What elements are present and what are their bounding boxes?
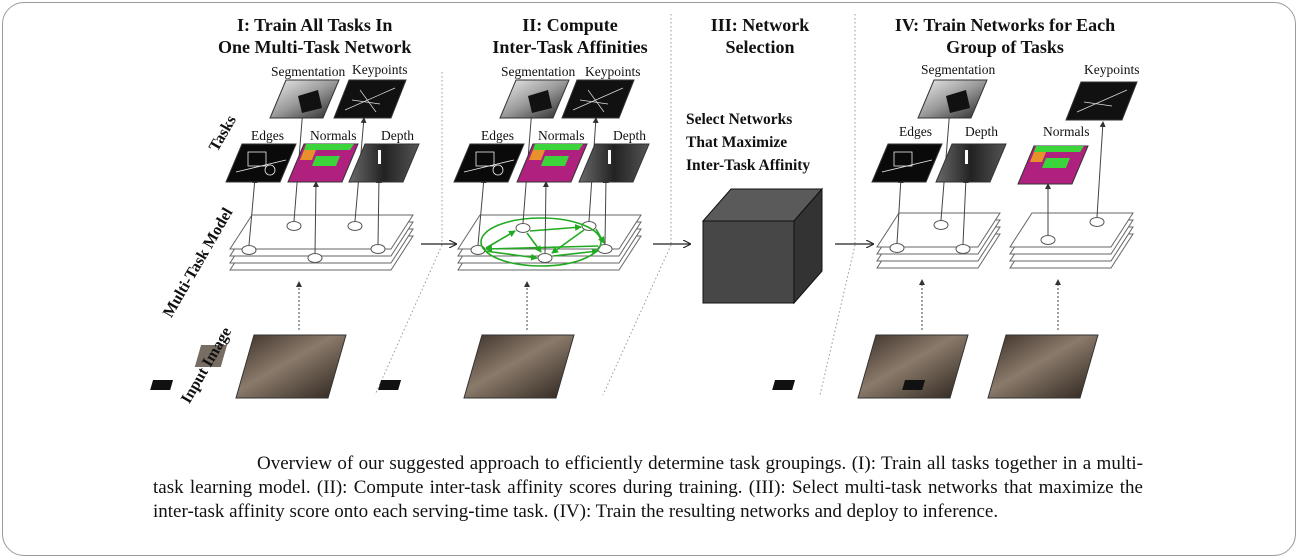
stage-1-title: I: Train All Tasks In One Multi-Task Net… — [218, 14, 411, 58]
stage-dividers — [374, 14, 856, 396]
edges-map — [225, 143, 297, 183]
segmentation-label: Segmentation — [921, 62, 996, 77]
stage-4-title: IV: Train Networks for Each Group of Tas… — [870, 14, 1140, 58]
stage-4-title-line1: IV: Train Networks for Each — [894, 15, 1116, 35]
input-image — [987, 334, 1099, 399]
affinity-arrows — [480, 217, 605, 267]
stage-4-network-b — [902, 81, 1138, 399]
keypoints-label: Keypoints — [585, 64, 641, 79]
edges-label: Edges — [481, 128, 514, 143]
stage-1-graphic — [150, 79, 420, 399]
input-image — [857, 334, 969, 399]
depth-map — [348, 143, 420, 183]
stage-3-title-line2: Selection — [725, 37, 795, 57]
stage-2-title-line1: II: Compute — [522, 15, 618, 35]
selection-text-line3: Inter-Task Affinity — [686, 157, 811, 174]
stage-1-title-line1: I: Train All Tasks In — [236, 15, 393, 35]
stage-2-title: II: Compute Inter-Task Affinities — [480, 14, 660, 58]
segmentation-label: Segmentation — [501, 64, 576, 79]
stage-4-title-line2: Group of Tasks — [946, 37, 1064, 57]
keypoints-label: Keypoints — [352, 62, 408, 77]
depth-label: Depth — [965, 124, 998, 139]
stage-1-title-line2: One Multi-Task Network — [218, 37, 412, 57]
depth-map — [935, 143, 1007, 183]
selection-text: Select Networks That Maximize Inter-Task… — [686, 108, 810, 177]
depth-map — [578, 143, 650, 183]
layer-stack — [1009, 212, 1134, 269]
stage-4-network-a — [772, 79, 1007, 399]
selection-cube — [701, 187, 824, 305]
stage-3-title-line1: III: Network — [710, 15, 810, 35]
stage-3-title: III: Network Selection — [690, 14, 830, 58]
edges-map — [871, 143, 943, 183]
selection-text-line1: Select Networks — [686, 111, 793, 128]
keypoints-label: Keypoints — [1084, 62, 1140, 77]
normals-label: Normals — [538, 128, 585, 143]
input-image — [463, 334, 575, 399]
segmentation-label: Segmentation — [271, 64, 346, 79]
stage-2-graphic — [378, 79, 650, 399]
layer-stack — [229, 214, 414, 271]
selection-text-line2: That Maximize — [686, 134, 788, 151]
edges-map — [453, 143, 525, 183]
figure-caption: Overview of our suggested approach to ef… — [153, 453, 1143, 522]
edges-label: Edges — [251, 128, 284, 143]
normals-label: Normals — [1043, 124, 1090, 139]
edges-label: Edges — [899, 124, 932, 139]
depth-label: Depth — [381, 128, 414, 143]
stage-2-title-line2: Inter-Task Affinities — [492, 37, 648, 57]
input-image — [235, 334, 347, 399]
normals-label: Normals — [310, 128, 357, 143]
layer-stack — [876, 212, 1001, 269]
depth-label: Depth — [613, 128, 646, 143]
